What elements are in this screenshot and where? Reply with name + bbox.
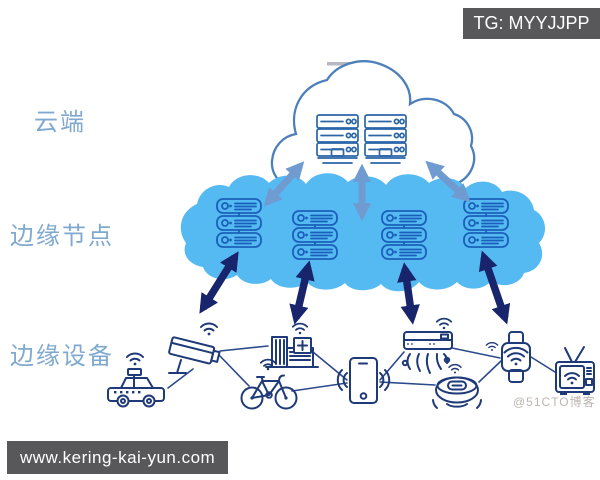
smartphone-icon — [336, 357, 391, 404]
air-conditioner-icon — [401, 317, 453, 374]
surveillance-camera-icon — [168, 322, 221, 374]
smart-wearable-icon — [501, 331, 531, 383]
tier-label-edge-nodes: 边缘节点 — [10, 223, 114, 250]
connected-car-icon — [107, 352, 165, 408]
cloud-server-rack — [316, 114, 407, 164]
cloud-edge-arrows — [263, 160, 471, 222]
footer-url-bar: www.kering-kai-yun.com — [7, 441, 228, 474]
network-switch-icon — [365, 148, 406, 164]
hospital-building-icon — [265, 322, 319, 368]
cloud-datacenter — [270, 60, 476, 191]
edge-server-cluster — [463, 198, 509, 248]
edge-server-cluster — [292, 210, 338, 260]
robot-vacuum-icon — [432, 341, 499, 409]
network-switch-icon — [317, 148, 358, 164]
smart-tv-icon — [555, 346, 595, 395]
tier-label-edge-devices: 边缘设备 — [10, 343, 114, 370]
tier-label-cloud: 云端 — [34, 109, 86, 136]
edge-device-arrows — [199, 250, 511, 325]
edge-server-cluster — [381, 210, 427, 260]
watermark-text: @51CTO博客 — [513, 395, 596, 409]
edge-server-cluster — [216, 198, 262, 248]
shared-bicycle-icon — [240, 358, 298, 410]
tg-badge: TG: MYYJJPP — [463, 8, 600, 39]
